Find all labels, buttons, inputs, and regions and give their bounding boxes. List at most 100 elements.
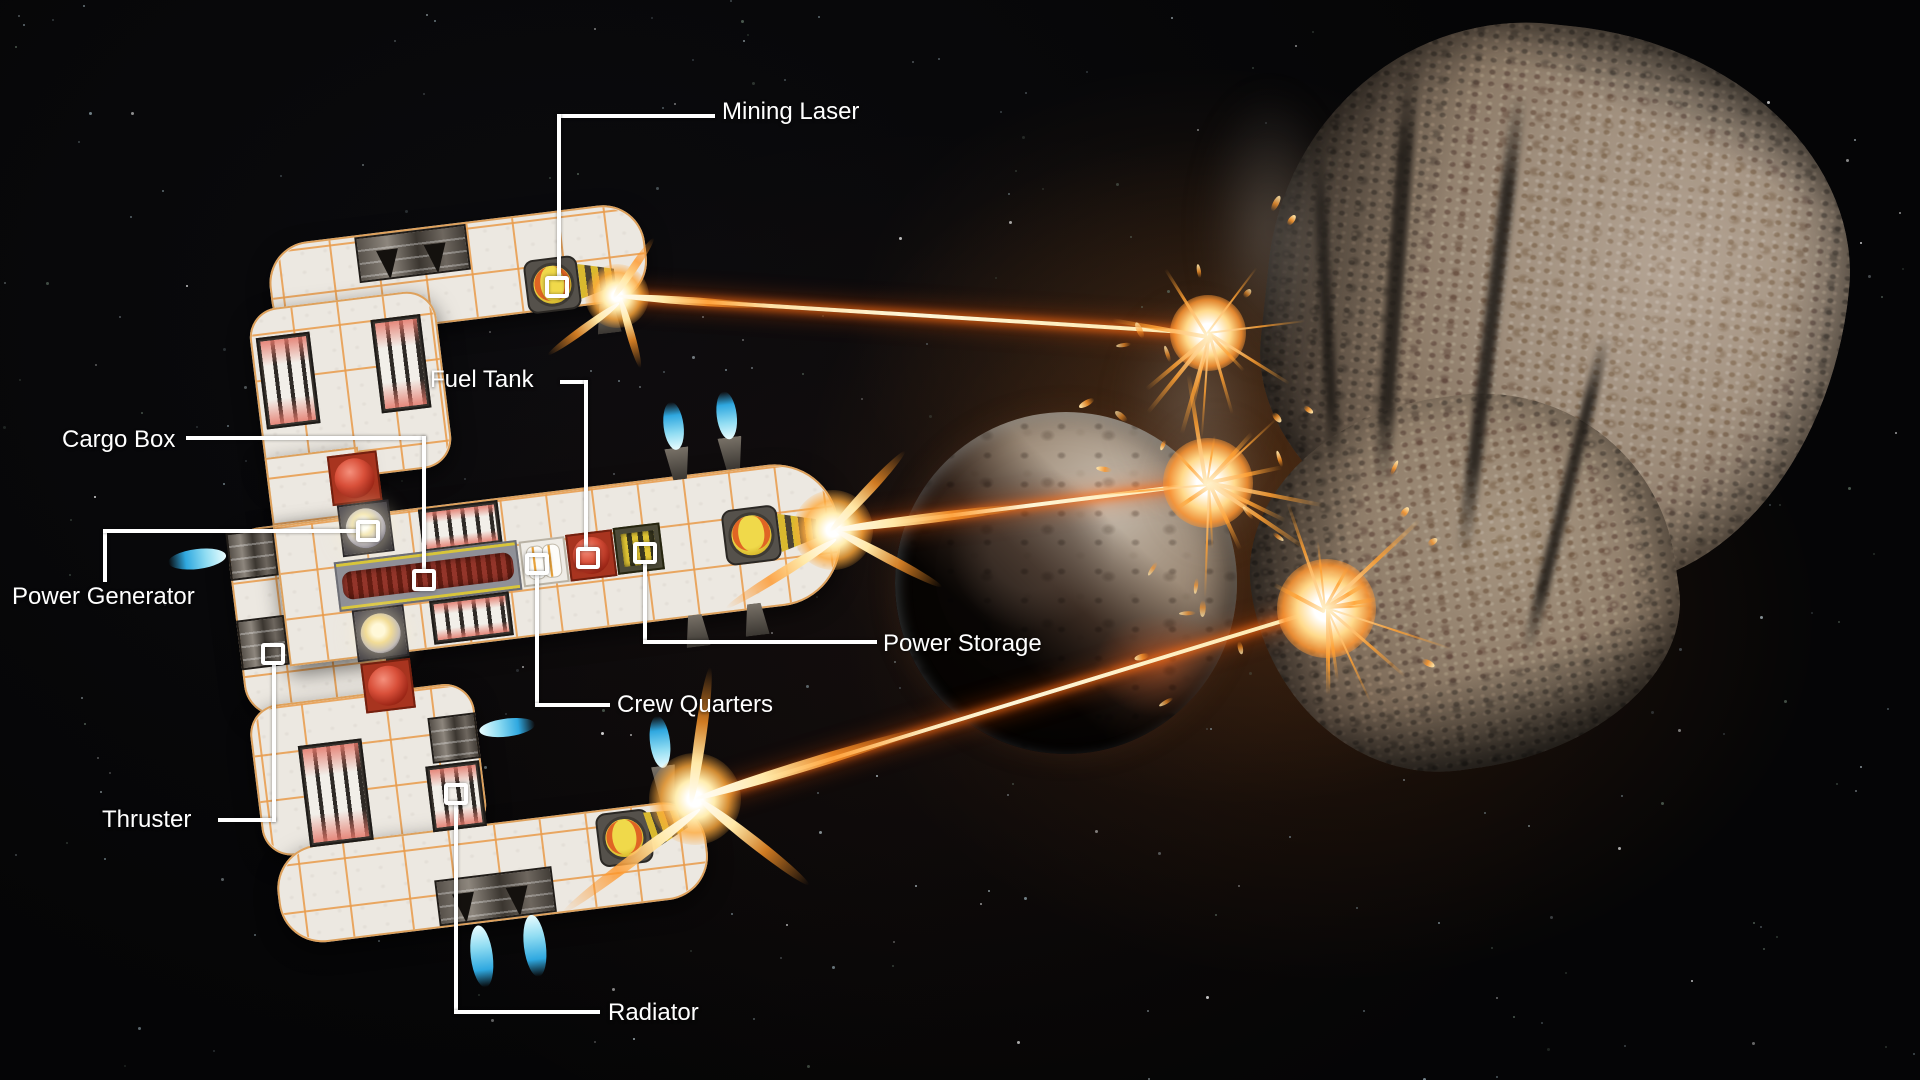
star: [1763, 948, 1765, 950]
radiator-bars: [374, 318, 428, 409]
star: [1836, 783, 1838, 785]
star: [1618, 847, 1621, 850]
star: [227, 425, 229, 427]
star: [1147, 1010, 1149, 1012]
radiator-panel[interactable]: [297, 738, 374, 848]
star: [1784, 700, 1787, 703]
radiator-bars: [422, 504, 499, 549]
star: [244, 386, 247, 389]
thruster-module-right[interactable]: [427, 712, 481, 764]
star: [861, 398, 863, 400]
star: [434, 20, 436, 22]
star: [1838, 621, 1840, 623]
marker-fuel-tank[interactable]: [576, 547, 600, 569]
star: [1860, 766, 1862, 768]
star: [186, 285, 188, 287]
star: [1624, 1045, 1626, 1047]
mining-laser-turret-middle[interactable]: [720, 504, 783, 567]
spark-droplet: [1236, 640, 1245, 655]
leader-crew-quarters-h: [535, 703, 610, 707]
star: [223, 348, 226, 351]
leader-thruster-h: [218, 818, 276, 822]
label-power-storage: Power Storage: [883, 630, 1042, 657]
star: [1895, 432, 1897, 434]
star: [656, 187, 659, 190]
star: [221, 878, 224, 881]
leader-power-generator-v: [103, 532, 107, 582]
star: [817, 792, 819, 794]
star: [1848, 487, 1851, 490]
marker-power-generator[interactable]: [356, 520, 380, 542]
star: [1873, 553, 1875, 555]
label-mining-laser: Mining Laser: [722, 98, 860, 125]
star: [1017, 1041, 1020, 1044]
star: [97, 757, 99, 759]
marker-mining-laser[interactable]: [545, 276, 569, 298]
star: [1116, 183, 1119, 186]
star: [1846, 159, 1849, 162]
star: [786, 924, 788, 926]
star: [802, 373, 804, 375]
star: [1141, 306, 1143, 308]
star: [1513, 1016, 1515, 1018]
star: [692, 59, 694, 61]
star: [1042, 188, 1044, 190]
fuel-tank-module[interactable]: [326, 450, 383, 507]
star: [84, 723, 86, 725]
star: [651, 17, 653, 19]
leader-power-storage-h: [643, 640, 877, 644]
marker-cargo-box[interactable]: [412, 569, 436, 591]
marker-power-storage[interactable]: [633, 542, 657, 564]
star: [405, 210, 408, 213]
star: [254, 934, 256, 936]
star: [1678, 729, 1681, 732]
star: [1148, 1078, 1150, 1080]
star: [751, 367, 753, 369]
star: [549, 177, 551, 179]
label-power-generator: Power Generator: [12, 583, 195, 610]
star: [742, 339, 744, 341]
thruster-flame-right: [478, 715, 536, 740]
star: [1854, 139, 1856, 141]
star: [1025, 92, 1027, 94]
power-generator-module[interactable]: [351, 604, 410, 663]
marker-thruster[interactable]: [261, 643, 285, 665]
star: [1167, 290, 1170, 293]
star: [66, 842, 68, 844]
star: [633, 1038, 635, 1040]
star: [131, 112, 134, 115]
star: [899, 237, 902, 240]
star: [491, 1019, 494, 1022]
star: [401, 480, 403, 482]
radiator-panel[interactable]: [255, 331, 321, 430]
marker-radiator[interactable]: [444, 783, 468, 805]
star: [1007, 794, 1009, 796]
leader-power-storage-v: [643, 562, 647, 644]
star: [1491, 947, 1493, 949]
star: [822, 315, 824, 317]
star: [1855, 790, 1857, 792]
fuel-tank-module[interactable]: [360, 657, 416, 714]
star: [1767, 101, 1770, 104]
star: [1496, 997, 1498, 999]
star: [741, 20, 744, 23]
leader-radiator-v: [454, 802, 458, 1014]
star: [464, 478, 466, 480]
star: [1913, 1053, 1915, 1055]
star: [104, 858, 106, 860]
thruster-flame-down: [520, 913, 550, 978]
star: [426, 14, 428, 16]
thruster-module-left[interactable]: [225, 527, 279, 582]
star: [1776, 936, 1778, 938]
star: [69, 574, 71, 576]
star: [1249, 672, 1252, 675]
star: [743, 40, 745, 42]
label-crew-quarters: Crew Quarters: [617, 691, 774, 718]
star: [899, 687, 901, 689]
star: [780, 957, 782, 959]
star: [1024, 897, 1027, 900]
star: [1000, 111, 1002, 113]
leader-fuel-tank-h: [560, 380, 588, 384]
marker-crew-quarters[interactable]: [525, 553, 549, 575]
label-fuel-tank: Fuel Tank: [430, 366, 534, 393]
